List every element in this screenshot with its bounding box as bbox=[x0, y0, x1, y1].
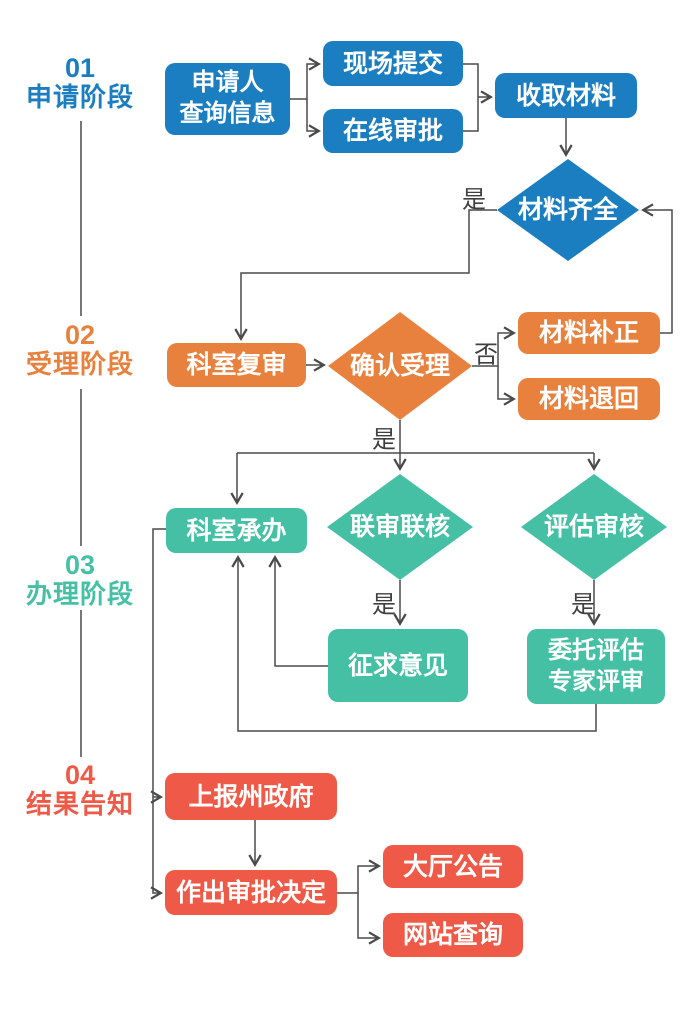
node-website-query: 网站查询 bbox=[383, 913, 523, 957]
node-label: 评估审核 bbox=[543, 513, 644, 541]
edge-applicant-online bbox=[306, 99, 321, 138]
node-hall-announcement: 大厅公告 bbox=[383, 845, 523, 888]
node-material-supplement: 材料补正 bbox=[518, 312, 660, 354]
node-label: 查询信息 bbox=[179, 100, 276, 127]
node-label: 科室复审 bbox=[186, 351, 287, 379]
stage-label-01: 01 申请阶段 bbox=[0, 53, 160, 112]
node-onsite-submit: 现场提交 bbox=[323, 41, 463, 86]
node-label: 材料补正 bbox=[538, 319, 639, 347]
node-make-decision: 作出审批决定 bbox=[165, 870, 337, 915]
edge-undertake-decision bbox=[150, 528, 166, 900]
node-applicant-query: 申请人 查询信息 bbox=[165, 63, 290, 135]
edge-seek-undertake bbox=[268, 555, 328, 667]
node-label: 联审联核 bbox=[349, 513, 450, 541]
edge-label-accept-no: 否 bbox=[474, 341, 498, 369]
stage-name: 申请阶段 bbox=[25, 82, 134, 113]
edge-confirm-return bbox=[497, 366, 516, 406]
node-entrust-eval: 委托评估 专家评审 bbox=[527, 629, 665, 704]
edge-label-eval-yes: 是 bbox=[571, 591, 595, 619]
stage-name: 结果告知 bbox=[25, 789, 134, 820]
edge-supplement-complete bbox=[641, 203, 673, 334]
node-label: 大厅公告 bbox=[402, 852, 503, 881]
stage-number: 02 bbox=[64, 320, 96, 350]
node-seek-opinions: 征求意见 bbox=[328, 629, 468, 702]
node-label: 作出审批决定 bbox=[175, 878, 326, 907]
edge-label-accept-yes: 是 bbox=[372, 426, 396, 454]
node-material-return: 材料退回 bbox=[518, 378, 660, 420]
edge-label-materials-yes: 是 bbox=[462, 186, 486, 214]
node-dept-undertake: 科室承办 bbox=[166, 508, 307, 553]
node-label: 材料齐全 bbox=[517, 196, 618, 224]
node-label: 专家评审 bbox=[548, 667, 644, 695]
node-dept-recheck: 科室复审 bbox=[167, 343, 306, 387]
edge-label-joint-yes: 是 bbox=[372, 591, 396, 619]
stage-label-04: 04 结果告知 bbox=[0, 760, 160, 819]
node-label: 申请人 bbox=[191, 69, 264, 97]
stage-number: 01 bbox=[64, 53, 96, 83]
node-report-state-gov: 上报州政府 bbox=[165, 773, 337, 820]
edge-complete-recheck bbox=[234, 209, 497, 341]
node-label: 网站查询 bbox=[402, 921, 503, 949]
node-label: 现场提交 bbox=[342, 49, 443, 78]
stage-number: 04 bbox=[64, 760, 96, 790]
node-label: 上报州政府 bbox=[188, 782, 314, 811]
stage-name: 办理阶段 bbox=[25, 579, 134, 610]
edge-applicant-onsite bbox=[290, 57, 321, 100]
node-label: 科室承办 bbox=[186, 516, 287, 545]
edge-decision-hall bbox=[337, 859, 381, 894]
stage-label-02: 02 受理阶段 bbox=[0, 320, 160, 379]
node-label: 在线审批 bbox=[342, 117, 443, 145]
stage-label-03: 03 办理阶段 bbox=[0, 550, 160, 609]
stage-name: 受理阶段 bbox=[25, 349, 134, 380]
node-label: 材料退回 bbox=[538, 385, 639, 413]
node-collect-materials: 收取材料 bbox=[495, 73, 637, 118]
edge-entrust-undertake bbox=[231, 555, 597, 732]
stage-number: 03 bbox=[64, 550, 96, 580]
edge-decision-website bbox=[357, 893, 381, 945]
node-label: 委托评估 bbox=[548, 636, 644, 664]
node-label: 确认受理 bbox=[349, 352, 450, 380]
node-label: 征求意见 bbox=[347, 651, 448, 680]
node-label: 收取材料 bbox=[515, 81, 616, 110]
node-online-approval: 在线审批 bbox=[323, 109, 463, 153]
edge-confirm-supplement bbox=[472, 326, 516, 367]
edge-merge-bracket bbox=[463, 63, 479, 132]
